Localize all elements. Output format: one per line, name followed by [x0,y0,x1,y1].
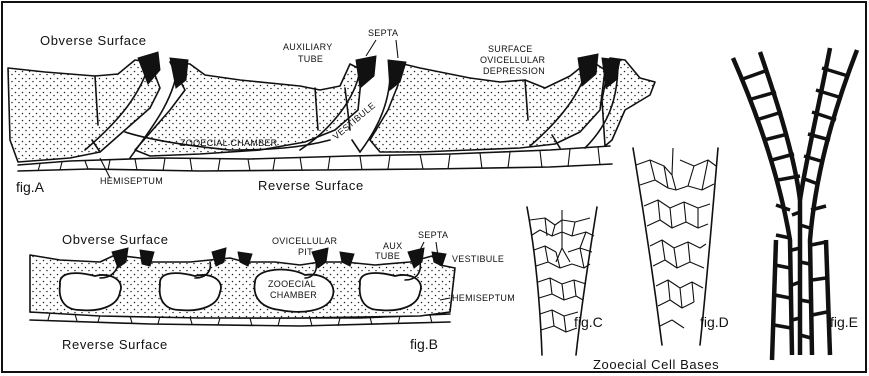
fig-b-septa-label: SEPTA [418,230,448,240]
fig-e-label: fig.E [830,314,858,330]
fig-d-cell-bases: fig.D [633,148,729,345]
fig-b-tube-label: TUBE [375,251,400,261]
fig-a-auxiliary-label-2: TUBE [298,54,323,64]
fig-b-obverse-label: Obverse Surface [62,232,169,247]
fig-a-auxiliary-label-1: AUXILIARY [283,42,333,52]
fig-a-label: fig.A [16,179,45,195]
fig-b-cross-section: Obverse Surface OVICELLULAR PIT SEPTA AU… [30,230,515,352]
fig-b-reverse-label: Reverse Surface [62,337,168,352]
fig-e-cell-bases: fig.E [733,48,858,360]
fig-a-longitudinal-section: Obverse Surface AUXILIARY TUBE SEPTA SUR… [8,28,655,195]
fig-c-label: fig.C [574,314,603,330]
fig-a-obverse-label: Obverse Surface [40,33,147,48]
fig-b-zooecial-chamber [60,273,121,310]
fig-b-hemiseptum-label: HEMISEPTUM [452,293,515,303]
cell-bases-caption: Zooecial Cell Bases [593,357,719,372]
fig-a-septa-label: SEPTA [368,28,398,38]
fig-b-vestibule-label: VESTIBULE [452,254,504,264]
fig-a-reverse-label: Reverse Surface [258,178,364,193]
fig-a-zooecial-chamber-label: ZOOECIAL CHAMBER [180,138,278,148]
fig-b-ovicellular-label: OVICELLULAR [272,236,338,246]
fig-b-pit-label: PIT [298,247,313,257]
fig-a-surface-label: SURFACE [488,44,533,54]
fig-b-label: fig.B [410,336,438,352]
fig-b-aux-label: AUX [383,241,402,251]
fig-a-reverse-wall [18,146,610,165]
fig-a-ovicellular-label: OVICELLULAR [480,55,546,65]
fig-b-zooecial-label: ZOOECIAL [268,279,316,289]
fig-b-chamber-label: CHAMBER [270,290,317,300]
fig-a-depression-label: DEPRESSION [483,66,545,76]
fig-c-cell-bases: fig.C [527,207,603,355]
fig-d-label: fig.D [700,314,729,330]
